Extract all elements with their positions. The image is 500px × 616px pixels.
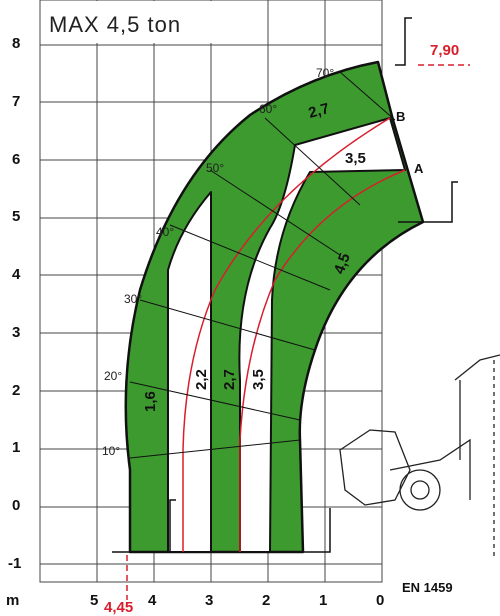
load-zones — [124, 60, 425, 554]
chart-title: MAX 4,5 ton — [49, 12, 181, 37]
y-tick-label: 5 — [12, 208, 20, 225]
angle-label: 50° — [206, 161, 224, 175]
load-zone-label: 1,6 — [142, 391, 159, 412]
point-label-b: B — [396, 109, 405, 124]
load-zone-label: 3,5 — [345, 150, 366, 167]
max-height-label: 7,90 — [430, 42, 459, 59]
max-reach-label: 4,45 — [104, 599, 133, 616]
standard-label: EN 1459 — [402, 580, 453, 595]
red-curves — [182, 117, 406, 552]
x-tick-label: 2 — [262, 592, 270, 609]
y-tick-label: 3 — [12, 324, 20, 341]
angle-lines — [129, 71, 396, 459]
x-tick-label: 3 — [205, 592, 213, 609]
load-zone-label: 2,7 — [221, 369, 238, 390]
load-zone-label: 4,5 — [331, 251, 354, 276]
y-tick-label: -1 — [8, 555, 21, 572]
y-tick-label: 1 — [12, 439, 20, 456]
angle-label: 30° — [124, 292, 142, 306]
angle-label: 60° — [259, 102, 277, 116]
angle-label: 40° — [156, 225, 174, 239]
load-zone-label: 3,5 — [250, 369, 267, 390]
y-tick-label: 6 — [12, 151, 20, 168]
x-tick-label: 1 — [319, 592, 327, 609]
load-zone-label: 2,7 — [307, 100, 332, 122]
x-tick-label: 0 — [376, 592, 384, 609]
y-tick-label: 8 — [12, 35, 20, 52]
y-tick-label: 0 — [12, 497, 20, 514]
x-tick-label: 5 — [90, 592, 98, 609]
dashed-marks — [126, 64, 470, 600]
angle-label: 20° — [104, 369, 122, 383]
load-zone-label: 2,2 — [193, 369, 210, 390]
angle-label: 10° — [102, 444, 120, 458]
y-tick-label: 4 — [12, 266, 21, 283]
point-label-a: A — [414, 161, 424, 176]
y-tick-label: 7 — [12, 93, 20, 110]
angle-label: 70° — [316, 66, 334, 80]
forks — [112, 17, 458, 553]
x-unit-label: m — [6, 592, 19, 609]
title-box — [41, 1, 213, 43]
x-tick-label: 4 — [148, 592, 157, 609]
telehandler-outline — [339, 354, 500, 560]
y-tick-label: 2 — [12, 382, 20, 399]
